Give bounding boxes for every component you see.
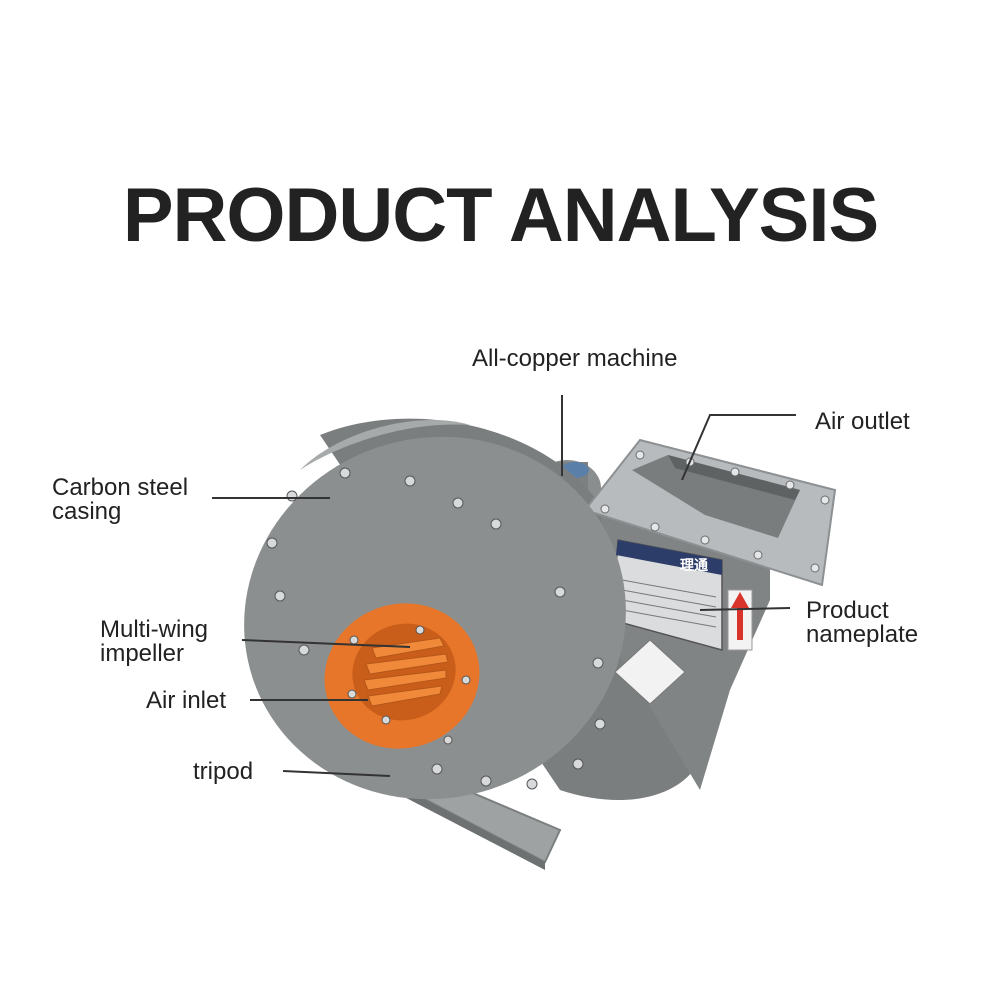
label-air-outlet: Air outlet [815, 410, 910, 434]
label-product-nameplate-line1: Product [806, 597, 889, 624]
leader-air-outlet [681, 414, 796, 481]
label-carbon-steel-casing-line1: Carbon steel [52, 474, 189, 501]
label-tripod-text: tripod [193, 758, 254, 785]
label-air-outlet-text: Air outlet [815, 408, 910, 435]
label-multi-wing-impeller: Multi-wing impeller [100, 618, 208, 666]
label-air-inlet-text: Air inlet [146, 687, 227, 714]
label-carbon-steel-casing-line2: casing [52, 498, 122, 525]
label-all-copper-machine-text: All-copper machine [472, 345, 678, 372]
label-product-nameplate: Product nameplate [806, 599, 918, 647]
label-tripod: tripod [193, 760, 253, 784]
impeller-blades [363, 637, 449, 707]
leader-tripod [282, 770, 391, 777]
label-product-nameplate-line2: nameplate [806, 621, 919, 648]
leader-multi-wing-impeller [241, 639, 411, 648]
warning-diamond-label [614, 639, 686, 705]
page-title: PRODUCT ANALYSIS [122, 173, 879, 258]
label-air-inlet: Air inlet [146, 689, 226, 713]
leader-product-nameplate [699, 607, 791, 611]
label-multi-wing-impeller-line1: Multi-wing [100, 616, 209, 643]
label-multi-wing-impeller-line2: impeller [100, 640, 185, 667]
label-all-copper-machine: All-copper machine [472, 347, 677, 371]
label-carbon-steel-casing: Carbon steel casing [52, 476, 188, 524]
leader-lines [212, 395, 796, 777]
nameplate-brand: 理通 [680, 558, 708, 574]
